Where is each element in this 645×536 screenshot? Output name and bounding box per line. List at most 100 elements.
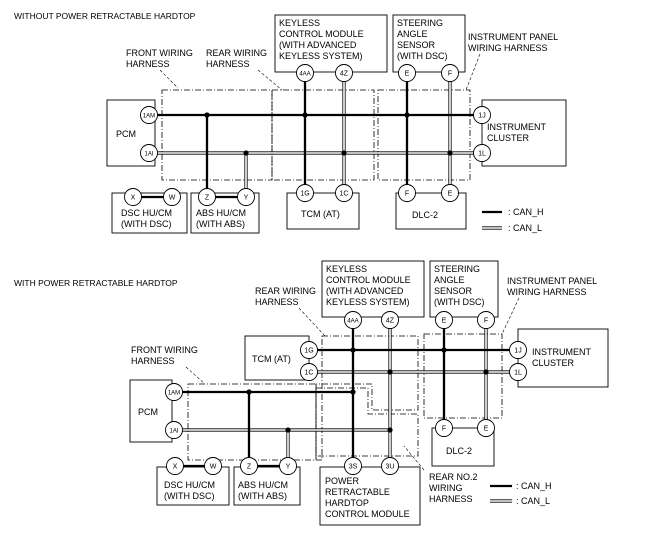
connector-pcm-1ai: 1AI bbox=[140, 144, 158, 162]
connector-keyless-4z: 4Z bbox=[381, 311, 399, 329]
tcm-box bbox=[244, 335, 310, 381]
tcm-label: TCM (AT) bbox=[252, 354, 291, 364]
diagram-without-prht: WITHOUT POWER RETRACTABLE HARDTOP FRONT … bbox=[14, 11, 567, 234]
connector-pcm-1am: 1AM bbox=[140, 106, 158, 124]
connector-abs-z: Z bbox=[198, 188, 216, 206]
keyless-label-line1: KEYLESS bbox=[279, 18, 320, 28]
rear-harness-label-line2: HARNESS bbox=[255, 297, 299, 307]
ip-harness-label-line2: WIRING HARNESS bbox=[468, 43, 548, 53]
abs-label-line1: ABS HU/CM bbox=[196, 208, 246, 218]
legend-can-h-label: : CAN_H bbox=[508, 207, 544, 217]
keyless-module-box bbox=[321, 260, 425, 318]
connector-label: 1J bbox=[514, 348, 521, 355]
connector-dlc-f: F bbox=[435, 419, 453, 437]
front-harness-region bbox=[161, 89, 273, 181]
keyless-label-line4: KEYLESS SYSTEM) bbox=[326, 297, 410, 307]
abs-label-line2: (WITH ABS) bbox=[196, 219, 245, 229]
steering-label-line4: (WITH DSC) bbox=[397, 51, 448, 61]
prht-label-line3: HARDTOP bbox=[325, 498, 369, 508]
keyless-label-line2: CONTROL MODULE bbox=[326, 275, 411, 285]
dlc-label: DLC-2 bbox=[412, 210, 438, 220]
prht-label-line4: CONTROL MODULE bbox=[325, 509, 410, 519]
connector-cluster-1j: 1J bbox=[473, 106, 491, 124]
prht-label-line2: RETRACTABLE bbox=[325, 487, 390, 497]
connector-abs-y: Y bbox=[237, 188, 255, 206]
can-h-wires-bottom bbox=[178, 325, 518, 467]
connector-steering-f: F bbox=[477, 311, 495, 329]
dsc-label-line2: (WITH DSC) bbox=[121, 219, 172, 229]
connector-label: E bbox=[448, 191, 453, 198]
connector-label: 1L bbox=[478, 151, 486, 158]
front-harness-label-line1: FRONT WIRING bbox=[131, 345, 198, 355]
connector-dlc-e: E bbox=[477, 419, 495, 437]
connector-keyless-4aa: 4AA bbox=[296, 64, 314, 82]
dsc-label-line2: (WITH DSC) bbox=[164, 491, 215, 501]
connector-label: F bbox=[405, 191, 409, 198]
connector-dlc-f: F bbox=[398, 184, 416, 202]
keyless-label-line3: (WITH ADVANCED bbox=[326, 286, 404, 296]
connector-label: 3U bbox=[386, 464, 395, 471]
connector-label: 1J bbox=[478, 113, 485, 120]
dsc-label-line1: DSC HU/CM bbox=[121, 208, 172, 218]
connector-label: F bbox=[442, 426, 446, 433]
legend-can-h-label: : CAN_H bbox=[516, 481, 552, 491]
steering-sensor-box bbox=[392, 14, 466, 73]
pcm-label: PCM bbox=[138, 407, 158, 417]
junction-dot bbox=[246, 389, 252, 395]
connector-prht-3s: 3S bbox=[344, 457, 362, 475]
connector-label: 1AI bbox=[169, 429, 178, 435]
connector-abs-z: Z bbox=[240, 457, 258, 475]
connector-dsc-x: X bbox=[124, 188, 142, 206]
pcm-box bbox=[129, 379, 173, 443]
front-harness-leader bbox=[185, 366, 206, 385]
connector-label: Y bbox=[244, 195, 249, 202]
connector-prht-3u: 3U bbox=[381, 457, 399, 475]
rear-harness-region bbox=[271, 89, 375, 181]
connector-tcm-1g: 1G bbox=[300, 341, 318, 359]
keyless-label-line4: KEYLESS SYSTEM) bbox=[279, 51, 363, 61]
connector-dlc-e: E bbox=[441, 184, 459, 202]
rear-harness-leader bbox=[257, 69, 283, 91]
connector-label: Z bbox=[247, 464, 252, 471]
legend-can-l-label: : CAN_L bbox=[508, 223, 542, 233]
connector-label: F bbox=[448, 71, 452, 78]
connector-label: Y bbox=[286, 464, 291, 471]
steering-label-line1: STEERING bbox=[434, 264, 480, 274]
connector-steering-e: E bbox=[435, 311, 453, 329]
prht-label-line1: POWER bbox=[325, 476, 360, 486]
legend-can-l-label: : CAN_L bbox=[516, 496, 550, 506]
can-l-wires-bottom bbox=[178, 325, 518, 467]
junction-dot bbox=[350, 389, 356, 395]
can-h-wires-top bbox=[155, 80, 482, 193]
legend-bottom: : CAN_H : CAN_L bbox=[490, 481, 552, 506]
connector-steering-e: E bbox=[398, 64, 416, 82]
rear2-harness-leader bbox=[403, 445, 425, 471]
steering-label-line1: STEERING bbox=[397, 18, 443, 28]
cluster-label-line2: CLUSTER bbox=[532, 358, 575, 368]
ip-harness-leader bbox=[465, 53, 481, 91]
diagram-with-prht: WITH POWER RETRACTABLE HARDTOP FRONT WIR… bbox=[14, 260, 609, 526]
rear-harness-label-line1: REAR WIRING bbox=[206, 48, 267, 58]
ip-harness-region bbox=[423, 333, 503, 419]
junction-dot bbox=[387, 427, 393, 433]
connector-cluster-1l: 1L bbox=[473, 144, 491, 162]
keyless-label-line2: CONTROL MODULE bbox=[279, 29, 364, 39]
rear-harness-label-line2: HARNESS bbox=[206, 59, 250, 69]
front-harness-label-line2: HARNESS bbox=[126, 59, 170, 69]
connector-dsc-w: W bbox=[163, 188, 181, 206]
pcm-label: PCM bbox=[116, 129, 136, 139]
keyless-module-box bbox=[274, 14, 388, 73]
junction-dot bbox=[447, 150, 453, 156]
rear2-harness-label-line3: HARNESS bbox=[429, 494, 473, 504]
junction-dot bbox=[243, 150, 249, 156]
steering-label-line3: SENSOR bbox=[397, 40, 436, 50]
connector-abs-y: Y bbox=[279, 457, 297, 475]
connector-label: 1AI bbox=[144, 152, 153, 158]
rear-harness-region bbox=[315, 335, 419, 461]
connector-dsc-x: X bbox=[166, 457, 184, 475]
connector-tcm-1g: 1G bbox=[296, 184, 314, 202]
connector-label: 1C bbox=[305, 370, 314, 377]
keyless-label-line1: KEYLESS bbox=[326, 264, 367, 274]
ip-harness-label-line1: INSTRUMENT PANEL bbox=[507, 276, 597, 286]
